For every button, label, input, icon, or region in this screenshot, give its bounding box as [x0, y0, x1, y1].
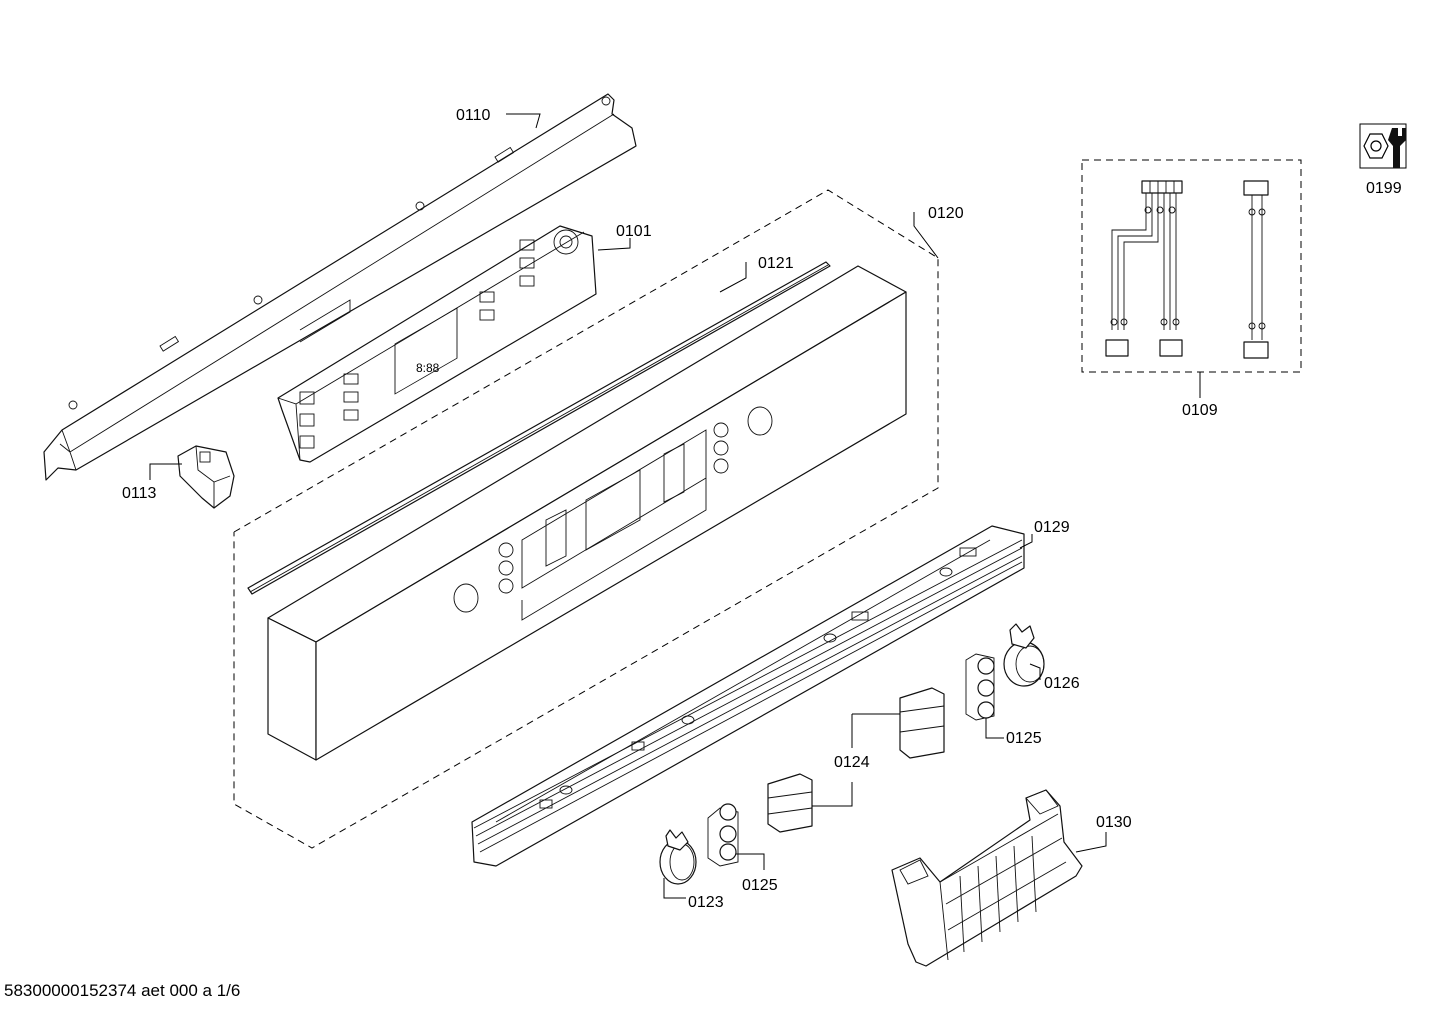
leader-0125-upper — [985, 718, 1004, 739]
part-0125-buttons-lower — [707, 803, 739, 867]
wrench-nut-icon — [1359, 123, 1407, 169]
leader-0110 — [506, 113, 541, 129]
part-0130-holder — [891, 789, 1083, 967]
leader-0126 — [1029, 663, 1041, 680]
leader-0124 — [812, 713, 900, 807]
leader-0125-lower — [736, 853, 765, 870]
label-0129: 0129 — [1034, 519, 1070, 536]
part-0113-bracket — [177, 445, 235, 509]
label-0109: 0109 — [1182, 402, 1218, 419]
leader-0123 — [663, 878, 686, 899]
assembly-0120-frame — [233, 189, 939, 849]
label-0123: 0123 — [688, 894, 724, 911]
part-0110-rail — [43, 93, 637, 481]
leader-0120 — [913, 212, 939, 259]
label-0125-lower: 0125 — [742, 877, 778, 894]
part-0125-buttons-upper — [965, 653, 995, 721]
control-panel-front — [267, 265, 907, 761]
part-0123-knob — [659, 829, 697, 885]
leader-0121 — [719, 262, 747, 293]
part-0101-module: 8:88 — [277, 225, 597, 463]
label-0125-upper: 0125 — [1006, 730, 1042, 747]
label-0120: 0120 — [928, 205, 964, 222]
label-0121: 0121 — [758, 255, 794, 272]
label-0199: 0199 — [1366, 180, 1402, 197]
leader-0130 — [1075, 832, 1107, 853]
label-0113: 0113 — [122, 485, 157, 502]
leader-0129 — [1019, 534, 1033, 549]
label-0101: 0101 — [616, 223, 652, 240]
part-0109-harness — [1081, 159, 1302, 373]
svg-text:8:88: 8:88 — [416, 361, 440, 375]
document-id: 58300000152374 aet 000 a 1/6 — [4, 981, 241, 1000]
leader-0101 — [597, 238, 631, 251]
label-0130: 0130 — [1096, 814, 1132, 831]
part-0124-button-blocks — [767, 687, 945, 833]
part-0126-knob — [1003, 623, 1045, 687]
label-0110: 0110 — [456, 107, 491, 124]
part-0129-frame-bar — [471, 525, 1025, 867]
label-0124: 0124 — [834, 754, 870, 771]
part-0121-strip — [247, 261, 831, 595]
leader-0113 — [149, 463, 182, 480]
label-0126: 0126 — [1044, 675, 1080, 692]
